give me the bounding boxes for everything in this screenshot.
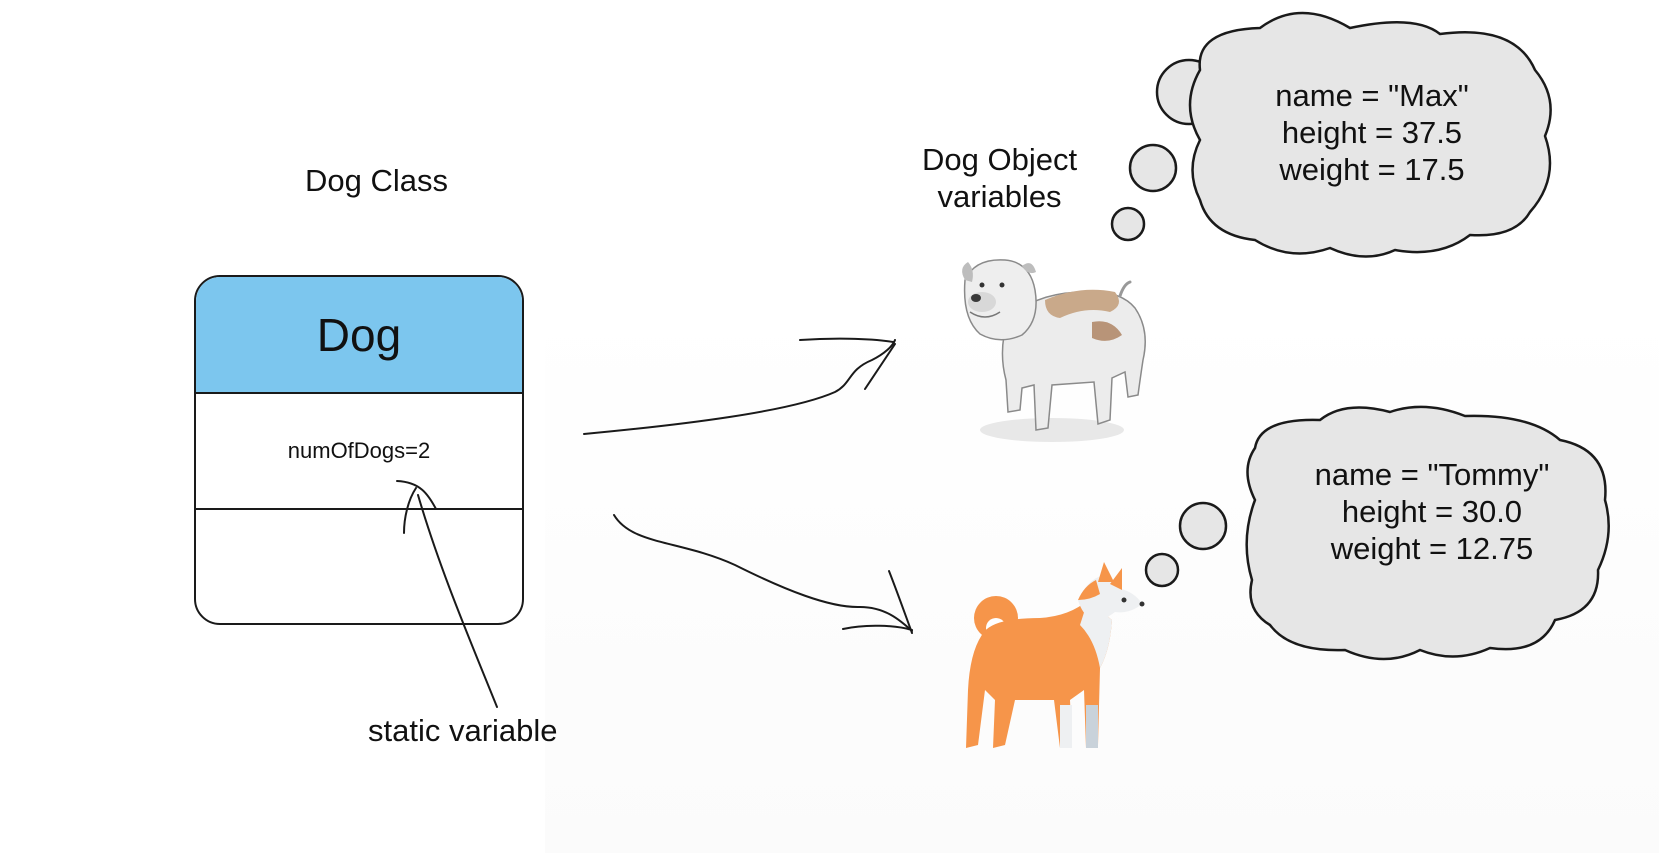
class-section-title: Dog Class — [305, 163, 448, 198]
max-height-field: height = 37.5 — [1281, 115, 1463, 150]
objects-title-line1: Dog Object — [922, 142, 1078, 177]
bubble-max-text: name = "Max" height = 37.5 weight = 17.5 — [1247, 77, 1497, 188]
static-variable-note: static variable — [368, 713, 558, 748]
objects-title-line2: variables — [937, 179, 1062, 214]
bubble-tommy-text: name = "Tommy" height = 30.0 weight = 12… — [1292, 456, 1572, 567]
tommy-height-field: height = 30.0 — [1341, 494, 1523, 529]
thought-bubble-tommy — [1144, 405, 1610, 661]
shiba-dog-icon — [966, 562, 1145, 748]
objects-section-title: Dog Object variables — [922, 141, 1077, 215]
bulldog-icon — [962, 259, 1146, 442]
arrow-to-max — [583, 337, 896, 435]
max-weight-field: weight = 17.5 — [1279, 152, 1465, 187]
class-name: Dog — [196, 277, 522, 394]
static-variable-arrow — [396, 480, 498, 708]
max-name-field: name = "Max" — [1275, 78, 1469, 113]
tommy-weight-field: weight = 12.75 — [1330, 531, 1534, 566]
class-box: Dog numOfDogs=2 — [194, 275, 524, 625]
thought-bubble-max — [1110, 11, 1552, 258]
tommy-name-field: name = "Tommy" — [1314, 457, 1550, 492]
arrow-to-tommy — [613, 514, 913, 634]
class-attribute: numOfDogs=2 — [196, 394, 522, 510]
